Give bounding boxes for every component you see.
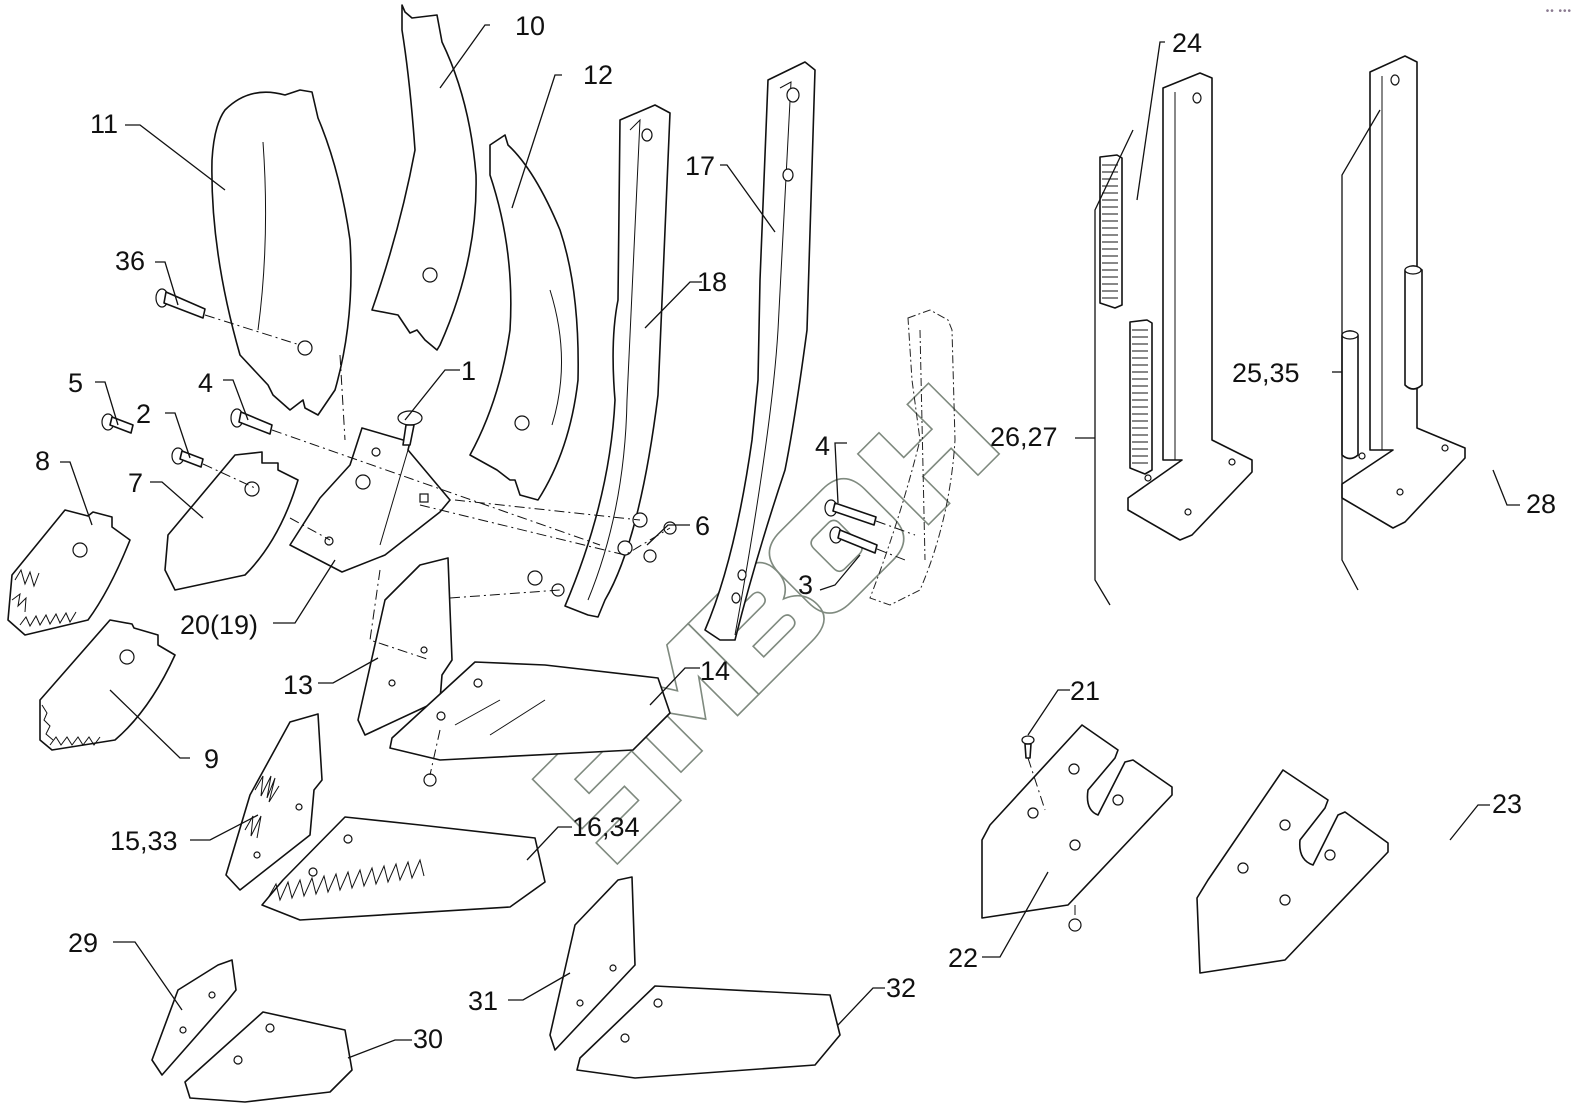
callout-2: 2 bbox=[136, 399, 151, 429]
callout-6: 6 bbox=[695, 511, 710, 541]
part-23-slotted-share bbox=[1196, 769, 1389, 974]
part-13-side-plate bbox=[357, 557, 453, 736]
part-15-side-plate-serrated bbox=[225, 713, 323, 891]
callout-26-27: 26,27 bbox=[990, 422, 1058, 452]
part-31-side-plate bbox=[549, 876, 636, 1051]
leader-lines bbox=[60, 24, 1520, 1059]
callout-5: 5 bbox=[68, 368, 83, 398]
callout-36: 36 bbox=[115, 246, 145, 276]
callout-23: 23 bbox=[1492, 789, 1522, 819]
callout-labels: 1 2 3 4 4 5 6 7 8 9 10 11 12 13 14 15,33… bbox=[35, 11, 1556, 1054]
callout-15-33: 15,33 bbox=[110, 826, 178, 856]
bolt-3 bbox=[829, 526, 878, 554]
callout-4b: 4 bbox=[815, 431, 830, 461]
callout-22: 22 bbox=[948, 943, 978, 973]
part-18-shank bbox=[564, 104, 671, 618]
bolt-2 bbox=[171, 447, 204, 468]
part-32-share bbox=[576, 985, 841, 1079]
callout-25-35: 25,35 bbox=[1232, 358, 1300, 388]
callout-21: 21 bbox=[1070, 676, 1100, 706]
callout-16-34: 16,34 bbox=[572, 812, 640, 842]
part-26-tine-post bbox=[1127, 72, 1253, 541]
part-9-point bbox=[39, 619, 176, 751]
callout-17: 17 bbox=[685, 151, 715, 181]
part-7-point bbox=[164, 451, 299, 591]
callout-28: 28 bbox=[1526, 489, 1556, 519]
bolt-1 bbox=[397, 410, 423, 446]
callout-12: 12 bbox=[583, 60, 613, 90]
part-28-rod-upper bbox=[1404, 265, 1423, 390]
part-16-share-serrated bbox=[261, 816, 546, 921]
callout-13: 13 bbox=[283, 670, 313, 700]
part-8-point bbox=[7, 509, 131, 636]
callout-20-19: 20(19) bbox=[180, 610, 258, 640]
part-11-mouldboard bbox=[211, 89, 352, 416]
bolt-5 bbox=[101, 413, 134, 434]
callout-1: 1 bbox=[461, 356, 476, 386]
part-20-bracket bbox=[289, 427, 451, 573]
part-10-guide-plate bbox=[371, 4, 477, 351]
part-12-curved-plate bbox=[469, 134, 579, 501]
part-24-wear-strip-upper bbox=[1099, 154, 1123, 309]
part-24-wear-strip-lower bbox=[1129, 319, 1153, 475]
part-25-tine-post bbox=[1341, 55, 1466, 529]
callout-31: 31 bbox=[468, 986, 498, 1016]
callout-8: 8 bbox=[35, 446, 50, 476]
callout-29: 29 bbox=[68, 928, 98, 958]
callout-30: 30 bbox=[413, 1024, 443, 1054]
part-22-slotted-share bbox=[981, 724, 1173, 919]
callout-3: 3 bbox=[798, 570, 813, 600]
bolt-4-right bbox=[824, 499, 877, 526]
group-brackets bbox=[1094, 109, 1381, 606]
part-30-share bbox=[184, 1011, 353, 1103]
callout-24: 24 bbox=[1172, 28, 1202, 58]
watermark bbox=[531, 382, 1001, 866]
corner-mark: •• ••• bbox=[1545, 6, 1572, 17]
callout-4a: 4 bbox=[198, 368, 213, 398]
callout-32: 32 bbox=[886, 973, 916, 1003]
callout-10: 10 bbox=[515, 11, 545, 41]
callout-7: 7 bbox=[128, 468, 143, 498]
part-29-side-plate bbox=[151, 959, 237, 1076]
callout-9: 9 bbox=[204, 744, 219, 774]
callout-18: 18 bbox=[697, 267, 727, 297]
bolt-36 bbox=[155, 288, 206, 319]
nuts-washers bbox=[423, 512, 1082, 932]
part-17-shank bbox=[704, 61, 816, 641]
callout-14: 14 bbox=[700, 656, 730, 686]
ghost-shank-outline bbox=[869, 309, 956, 606]
bolt-4 bbox=[230, 408, 273, 435]
part-28-rod-lower bbox=[1341, 330, 1359, 460]
part-14-share bbox=[389, 661, 671, 761]
callout-11: 11 bbox=[90, 109, 118, 139]
